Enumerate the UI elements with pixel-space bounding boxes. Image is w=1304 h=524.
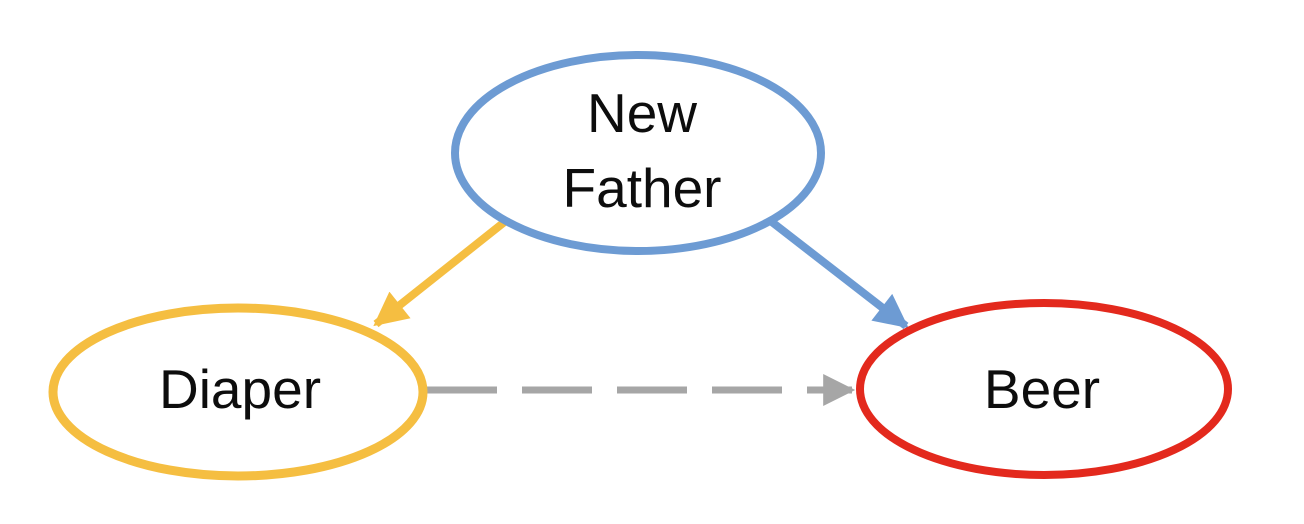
node-beer: Beer [856, 299, 1232, 479]
node-diaper-ellipse [48, 303, 428, 481]
node-new-father-label-line1: New [587, 82, 697, 144]
node-diaper-label: Diaper [159, 358, 321, 420]
edge-newfather-to-diaper [373, 212, 515, 328]
node-new-father-label-line2: Father [563, 157, 722, 219]
node-beer-ellipse [856, 299, 1232, 479]
node-diaper: Diaper [48, 303, 428, 481]
edge-newfather-to-beer [765, 215, 909, 330]
node-beer-label: Beer [984, 358, 1100, 420]
node-new-father: New Father [451, 51, 825, 255]
node-new-father-ellipse [451, 51, 825, 255]
